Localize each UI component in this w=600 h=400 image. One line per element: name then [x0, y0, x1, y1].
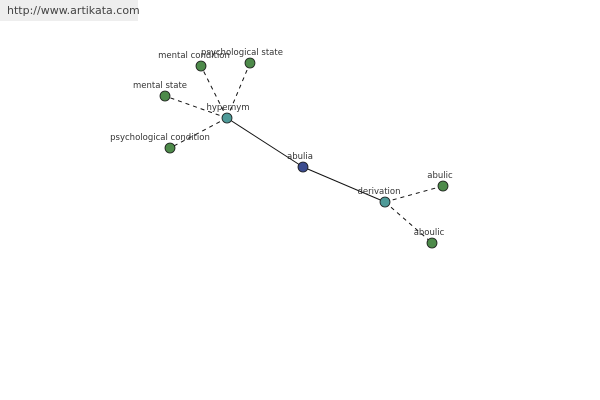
- edge-hypernym-psychological-state: [226, 62, 251, 119]
- labels: abulia hypernym derivation mental condit…: [110, 48, 453, 238]
- node-mental-state[interactable]: [159, 90, 171, 102]
- label-aboulic: aboulic: [414, 228, 445, 238]
- edge-hypernym-psychological-condition: [169, 117, 228, 149]
- node-aboulic[interactable]: [426, 237, 438, 249]
- watermark-url: http://www.artikata.com: [0, 0, 140, 21]
- label-psychological-state: psychological state: [201, 48, 283, 58]
- label-hypernym: hypernym: [206, 103, 249, 113]
- edge-hypernym-mental-condition: [200, 65, 228, 119]
- label-mental-state: mental state: [133, 81, 187, 91]
- label-mental-condition: mental condition: [158, 51, 230, 61]
- node-hypernym[interactable]: [221, 112, 233, 124]
- label-abulia: abulia: [287, 152, 313, 162]
- label-abulic: abulic: [427, 171, 453, 181]
- node-psychological-state[interactable]: [244, 57, 256, 69]
- edge-derivation-aboulic: [384, 201, 433, 244]
- label-derivation: derivation: [357, 187, 400, 197]
- edge-derivation-abulic: [384, 185, 444, 203]
- edge-root-derivation: [302, 166, 386, 203]
- node-abulic[interactable]: [437, 180, 449, 192]
- node-abulia[interactable]: [297, 161, 309, 173]
- node-mental-condition[interactable]: [195, 60, 207, 72]
- edge-root-hypernym: [226, 117, 304, 168]
- edges: [164, 62, 444, 244]
- node-derivation[interactable]: [379, 196, 391, 208]
- nodes: [159, 57, 449, 249]
- node-psychological-condition[interactable]: [164, 142, 176, 154]
- edge-hypernym-mental-state: [164, 95, 228, 119]
- label-psychological-condition: psychological condition: [110, 133, 210, 143]
